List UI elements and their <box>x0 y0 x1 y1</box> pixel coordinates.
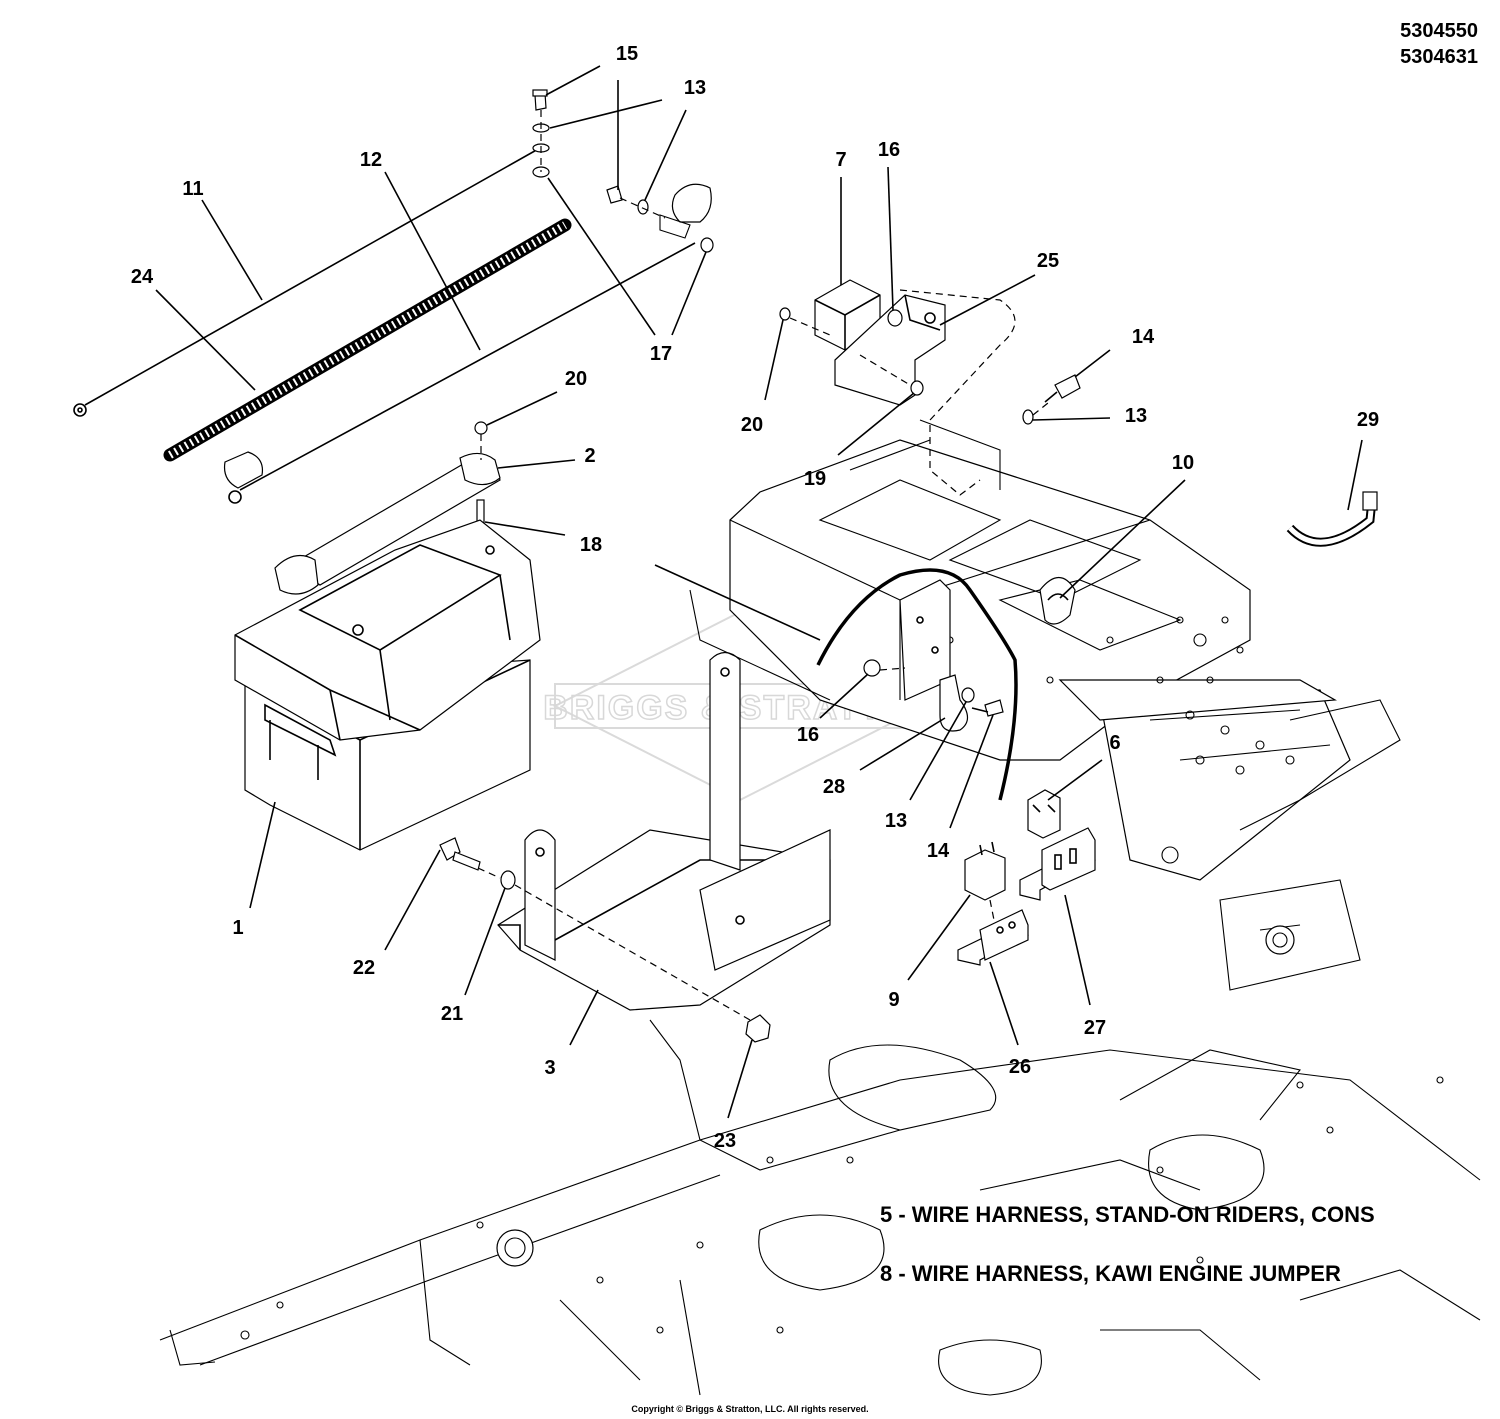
part-12-cable <box>223 242 696 504</box>
callout-28: 28 <box>823 776 845 798</box>
callout-14-top: 14 <box>1132 326 1155 348</box>
callout-12: 12 <box>360 149 382 171</box>
part-number-2: 5304631 <box>1400 46 1478 68</box>
harness-cable <box>816 568 1018 801</box>
part-1-battery-box <box>234 519 541 851</box>
callout-2: 2 <box>584 445 595 467</box>
mower-frame <box>159 419 1481 1396</box>
callout-9: 9 <box>888 989 899 1011</box>
callout-16-top: 16 <box>878 139 900 161</box>
callout-24: 24 <box>131 266 154 288</box>
callout-15: 15 <box>616 43 638 65</box>
callout-23: 23 <box>714 1130 736 1152</box>
part-29-cable-tie <box>1286 491 1378 547</box>
callout-11: 11 <box>182 178 203 200</box>
note-wire-harness-8: 8 - WIRE HARNESS, KAWI ENGINE JUMPER <box>880 1261 1341 1286</box>
callout-13-top: 13 <box>684 77 706 99</box>
callout-20-right: 20 <box>741 414 763 436</box>
callout-6: 6 <box>1109 732 1120 754</box>
callout-22: 22 <box>353 957 375 979</box>
switch-assemblies <box>957 789 1096 966</box>
relay-bracket-assembly <box>779 279 1016 496</box>
callout-21: 21 <box>441 1003 463 1025</box>
callout-27: 27 <box>1084 1017 1106 1039</box>
callout-10: 10 <box>1172 452 1194 474</box>
callout-7: 7 <box>835 149 846 171</box>
callout-16-mid: 16 <box>797 724 819 746</box>
leader-lines <box>155 65 1363 1119</box>
callout-14-mid: 14 <box>927 840 950 862</box>
callout-13-mid: 13 <box>885 810 907 832</box>
callout-29: 29 <box>1357 409 1379 431</box>
callout-25: 25 <box>1037 250 1059 272</box>
part-11-cable <box>73 147 541 417</box>
center-mount-plate <box>863 579 951 701</box>
callout-3: 3 <box>544 1057 555 1079</box>
terminal-hardware <box>532 89 714 253</box>
bracket-hardware-right <box>1022 374 1081 425</box>
part-10-clamp <box>1039 576 1076 625</box>
part-3-battery-tray <box>497 564 831 1011</box>
clip-hardware <box>939 674 1004 732</box>
callout-26: 26 <box>1009 1056 1031 1078</box>
part-24-spiral-loom <box>163 218 572 462</box>
callout-13-right: 13 <box>1125 405 1147 427</box>
battery-hold-down <box>274 421 501 595</box>
callout-17: 17 <box>650 343 672 365</box>
copyright-notice: Copyright © Briggs & Stratton, LLC. All … <box>631 1404 869 1414</box>
callout-20-left: 20 <box>565 368 587 390</box>
part-number-1: 5304550 <box>1400 20 1478 42</box>
note-wire-harness-5: 5 - WIRE HARNESS, STAND-ON RIDERS, CONS <box>880 1202 1375 1227</box>
callout-18: 18 <box>580 534 602 556</box>
callout-19: 19 <box>804 468 826 490</box>
callout-labels: 15 13 12 11 24 17 20 2 18 7 16 25 14 20 … <box>131 43 1379 1152</box>
tray-hardware <box>439 837 771 1043</box>
callout-1: 1 <box>232 917 243 939</box>
